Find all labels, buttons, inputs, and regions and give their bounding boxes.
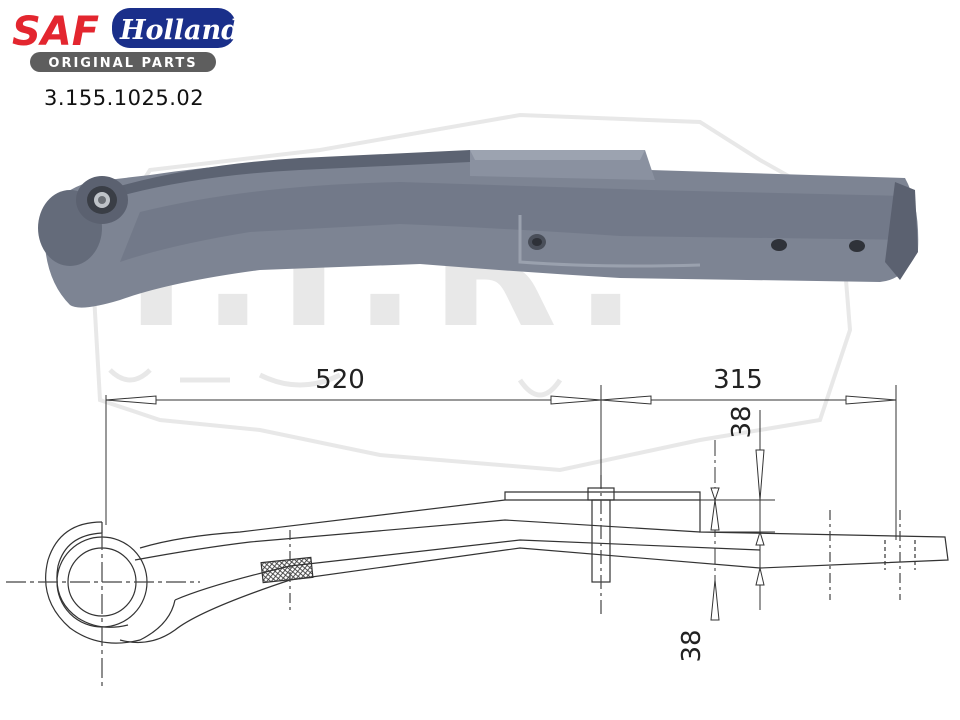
dimensions bbox=[105, 385, 897, 621]
logo-saf-text: SAF bbox=[12, 9, 99, 55]
dim-label-315: 315 bbox=[713, 365, 763, 395]
dimension-labels: 520 315 38 38 bbox=[315, 365, 763, 663]
bushing-hatch bbox=[260, 556, 314, 584]
main-leaf-outline bbox=[119, 499, 949, 643]
top-plate bbox=[504, 491, 701, 500]
saf-holland-logo: SAF Holland ORIGINAL PARTS bbox=[12, 8, 238, 72]
part-number: 3.155.1025.02 bbox=[44, 86, 205, 110]
dim-label-38-top: 38 bbox=[727, 405, 757, 438]
logo-tagline-text: ORIGINAL PARTS bbox=[48, 56, 197, 71]
logo-holland-pill bbox=[112, 8, 236, 48]
spring-drawing bbox=[6, 475, 949, 690]
leaf-spring-photo bbox=[38, 150, 919, 308]
dim-label-520: 520 bbox=[315, 365, 365, 395]
dim-label-38-bottom: 38 bbox=[677, 629, 707, 662]
logo-holland-text: Holland bbox=[119, 15, 238, 46]
eye-wrap-outer bbox=[45, 521, 176, 644]
leaf-inner-line-1 bbox=[134, 519, 701, 561]
logo-tagline-pill bbox=[30, 52, 216, 72]
